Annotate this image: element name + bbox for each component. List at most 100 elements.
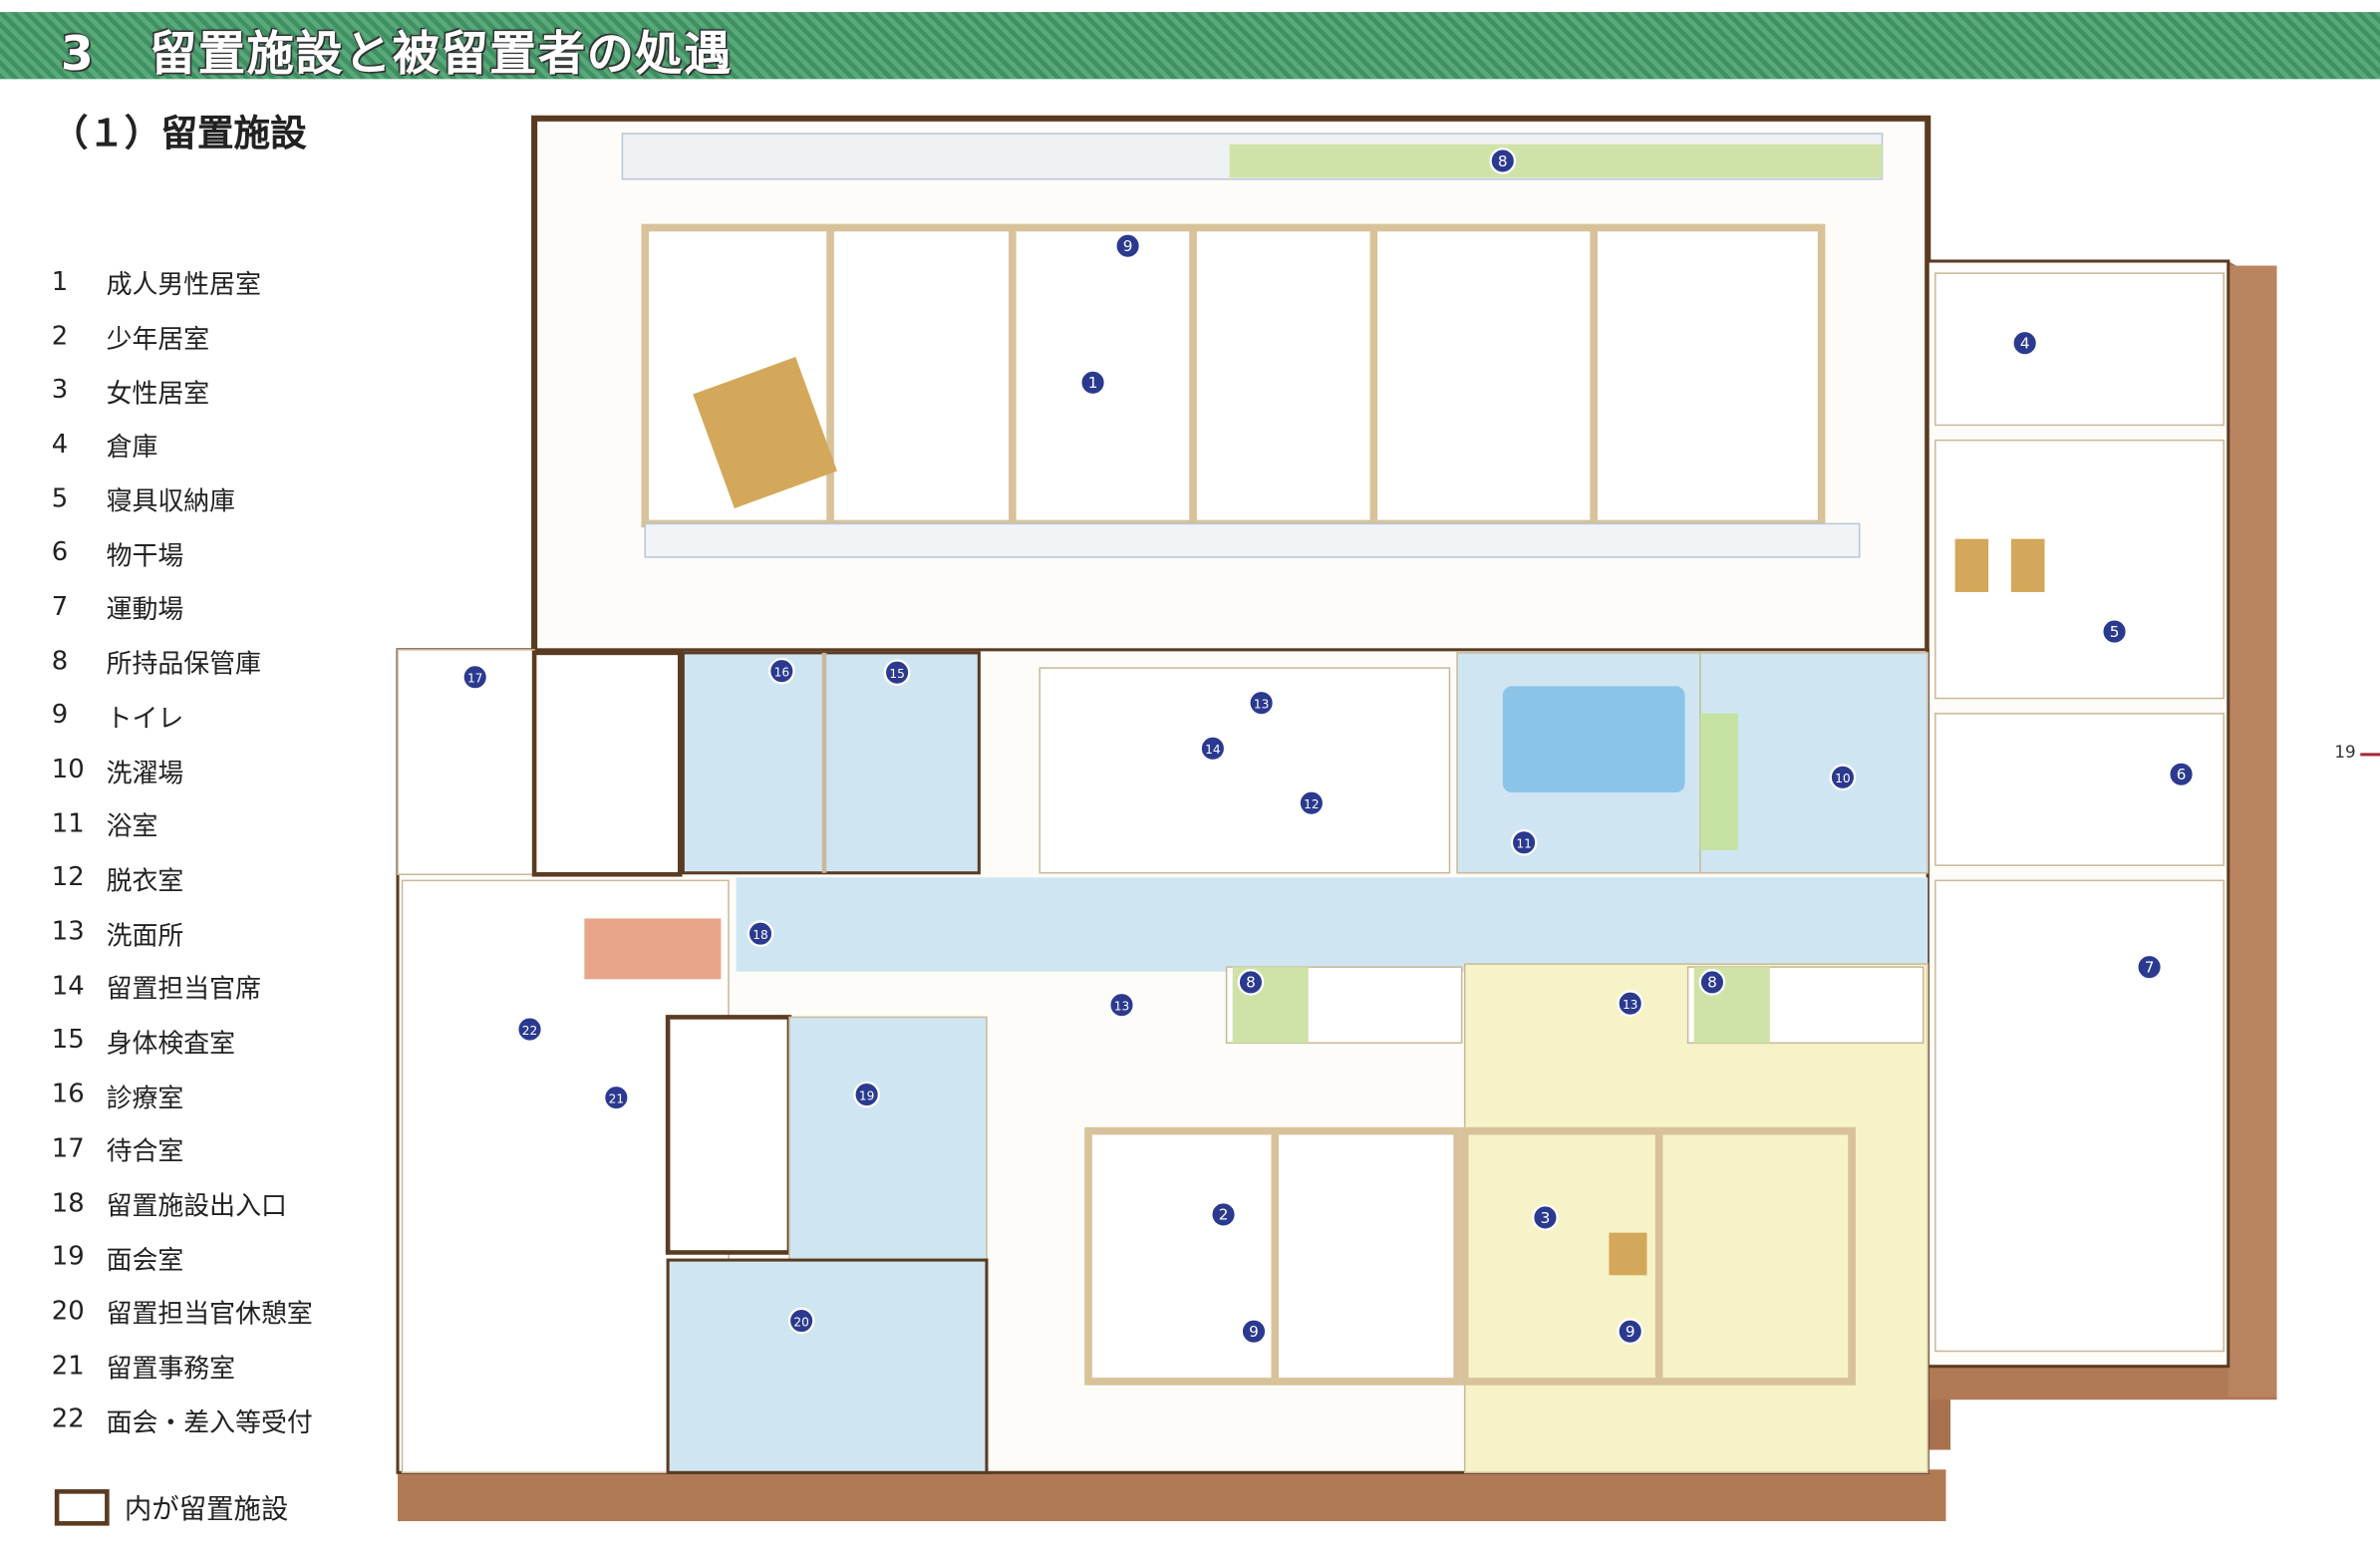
legend-label: 成人男性居室: [106, 270, 261, 302]
room-marker: 22: [516, 1016, 543, 1043]
legend-number: 17: [51, 1133, 85, 1164]
marker-circle: [1698, 969, 1726, 996]
marker-circle: [516, 1016, 543, 1043]
marker-number: 22: [522, 1024, 538, 1038]
legend-label: 運動場: [106, 595, 184, 627]
room-marker: 11: [1510, 828, 1538, 856]
legend-number: 19: [51, 1242, 85, 1273]
legend-number: 20: [51, 1296, 85, 1327]
legend-label: 浴室: [106, 812, 158, 843]
marker-circle: [883, 659, 911, 687]
marker-circle: [461, 663, 489, 691]
marker-number: 11: [1516, 837, 1532, 851]
legend-label: 留置担当官席: [106, 975, 261, 1006]
locker-green: [1229, 144, 1883, 178]
marker-number: 3: [1541, 1209, 1551, 1227]
legend-number: 3: [51, 375, 69, 406]
waiting-room: [397, 649, 535, 876]
legend-number: 2: [51, 321, 69, 352]
marker-circle: [2168, 761, 2195, 788]
room-marker: 10: [1829, 764, 1857, 791]
section-number: 3: [60, 27, 96, 83]
marker-number: 4: [2020, 335, 2030, 353]
legend-label: 脱衣室: [106, 866, 184, 897]
legend-label: 留置施設出入口: [106, 1191, 287, 1223]
clinic-inspection-rooms: [681, 651, 981, 875]
marker-circle: [746, 920, 774, 947]
room-marker: 9: [1617, 1318, 1644, 1345]
room-marker: 13: [1248, 689, 1275, 717]
legend-label: トイレ: [106, 704, 184, 735]
legend-label: 倉庫: [106, 433, 158, 465]
marker-number: 20: [793, 1315, 809, 1329]
marker-circle: [1240, 1318, 1268, 1345]
marker-number: 21: [609, 1091, 625, 1105]
marker-number: 2: [1219, 1206, 1229, 1224]
room-marker: 8: [1237, 969, 1265, 996]
cell-table: [1609, 1232, 1647, 1276]
legend-item: 4 倉庫: [52, 418, 313, 471]
marker-number: 8: [1246, 974, 1256, 992]
legend-label: 洗濯場: [106, 758, 184, 789]
marker-number: 10: [1835, 772, 1851, 785]
legend-number: 5: [51, 483, 69, 514]
boundary-key-label: 内が留置施設: [124, 1493, 289, 1526]
boundary-key: 内が留置施設: [54, 1488, 289, 1528]
marker-number: 17: [467, 672, 483, 686]
legend-number: 8: [51, 646, 69, 677]
room-marker: 9: [1114, 232, 1141, 260]
legend-number: 15: [51, 1025, 85, 1057]
marker-circle: [603, 1084, 630, 1111]
legend-label: 待合室: [106, 1137, 184, 1168]
marker-number: 5: [2110, 623, 2120, 641]
bedding-stack: [1954, 538, 1989, 592]
legend-label: 寝具収納庫: [106, 487, 236, 518]
room-marker: 14: [1199, 735, 1227, 763]
marker-number: 16: [774, 665, 790, 679]
marker-number: 9: [1123, 237, 1133, 255]
legend-label: 洗面所: [106, 920, 184, 952]
room-marker: 7: [2136, 953, 2163, 981]
marker-circle: [768, 657, 795, 685]
room-marker: 17: [461, 663, 489, 691]
south-east-wall: [1928, 1366, 2277, 1400]
legend-label: 少年居室: [106, 324, 210, 356]
marker-number: 14: [1205, 743, 1221, 757]
section-title-text: 留置施設と被留置者の処遇: [149, 27, 733, 83]
legend-number: 6: [51, 537, 69, 569]
legend-number: 4: [51, 429, 69, 461]
rooms: [397, 133, 2225, 1474]
marker-circle: [1210, 1201, 1237, 1228]
marker-circle: [1114, 232, 1141, 260]
marker-circle: [1298, 789, 1326, 816]
legend-number: 10: [51, 754, 85, 785]
marker-circle: [2101, 618, 2128, 645]
legend-item: 2 少年居室: [52, 309, 313, 363]
marker-circle: [1079, 369, 1106, 397]
legend-item: 20 留置担当官休憩室: [52, 1285, 313, 1339]
visit-room: [788, 1016, 988, 1261]
marker-circle: [1108, 991, 1135, 1019]
room-marker: 4: [2011, 329, 2039, 357]
room-marker: 1: [1079, 369, 1106, 397]
room-marker: 16: [768, 657, 795, 685]
marker-circle: [1532, 1204, 1559, 1231]
legend-label: 留置担当官休憩室: [106, 1300, 313, 1331]
marker-circle: [1489, 148, 1517, 174]
legend-number: 9: [51, 700, 69, 732]
legend-label: 物干場: [106, 541, 184, 572]
east-wall: [2228, 265, 2277, 1398]
counter: [584, 918, 722, 980]
exercise-yard: [1934, 879, 2225, 1353]
legend-number: 21: [51, 1350, 85, 1382]
boundary-swatch: [54, 1489, 110, 1526]
